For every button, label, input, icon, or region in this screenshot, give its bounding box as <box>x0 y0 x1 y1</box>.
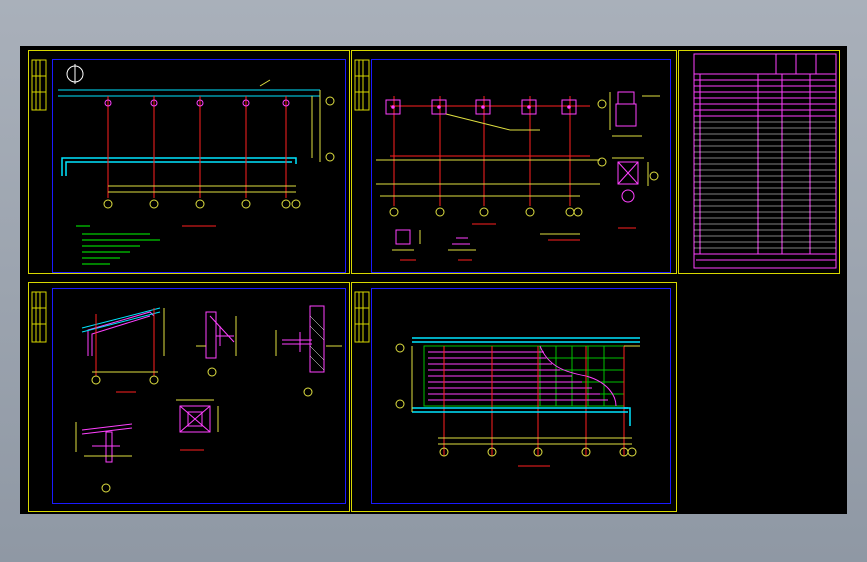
base-plate-detail <box>617 161 639 203</box>
plan-base-plates <box>385 99 577 115</box>
detail-2-hatch <box>309 315 325 371</box>
roof-base-beam <box>412 407 631 426</box>
elevation-notes <box>76 225 160 265</box>
plan-leader <box>445 113 540 131</box>
plan-beam <box>376 159 600 197</box>
detail-3-drawing <box>81 423 133 463</box>
drawing-canvas[interactable] <box>20 46 847 514</box>
sheet-frame-3 <box>678 50 840 274</box>
title-strip-1 <box>31 59 47 111</box>
viewport-roof-plan[interactable] <box>371 288 671 504</box>
section-axes <box>95 308 155 376</box>
detail-1-dims <box>196 316 237 377</box>
plate-detail <box>179 405 211 433</box>
small-details-dims <box>392 230 580 251</box>
cad-drawing <box>31 53 837 493</box>
roof-columns <box>443 346 625 456</box>
sheet-frame-1 <box>28 50 350 274</box>
column-section-detail <box>615 91 637 127</box>
title-strip-2 <box>354 59 370 111</box>
section-dims <box>91 308 165 385</box>
plan-base-plate-bolts <box>391 105 571 109</box>
viewport-section-details[interactable] <box>52 288 346 504</box>
detail-3-dims <box>75 422 132 493</box>
elevation-beam <box>58 89 320 97</box>
title-strip-5 <box>354 291 370 343</box>
sheet-frame-5 <box>351 282 677 512</box>
viewport-plan-layout[interactable] <box>371 59 671 273</box>
roof-axis-bubbles <box>395 343 637 457</box>
base-plate-detail-dims <box>612 157 659 186</box>
sheet-frame-2 <box>351 50 677 274</box>
detail-2-dims <box>275 330 342 397</box>
elevation-nodes <box>104 99 290 107</box>
detail-2-drawing <box>282 305 325 373</box>
detail-1-drawing <box>205 311 235 359</box>
elevation-canopy <box>61 157 297 176</box>
viewport-front-elevation[interactable] <box>52 59 346 273</box>
roof-top-beam <box>412 337 640 343</box>
schedule-table-rows <box>694 121 836 249</box>
roof-dims <box>411 345 640 445</box>
small-details <box>395 229 470 245</box>
section-beam <box>81 307 161 333</box>
section-title-lines <box>116 391 204 451</box>
title-strip-4 <box>31 291 47 343</box>
plan-axis-bubbles <box>389 99 607 217</box>
sheet-frame-4 <box>28 282 350 512</box>
section-frame <box>87 311 155 356</box>
elevation-dimensions <box>108 79 321 193</box>
elevation-axis-bubbles <box>103 96 335 209</box>
north-arrow <box>66 64 84 84</box>
plate-detail-dims <box>176 399 219 432</box>
elevation-axes <box>107 96 287 198</box>
column-section-dims <box>609 92 660 137</box>
plan-title-lines <box>400 223 636 261</box>
